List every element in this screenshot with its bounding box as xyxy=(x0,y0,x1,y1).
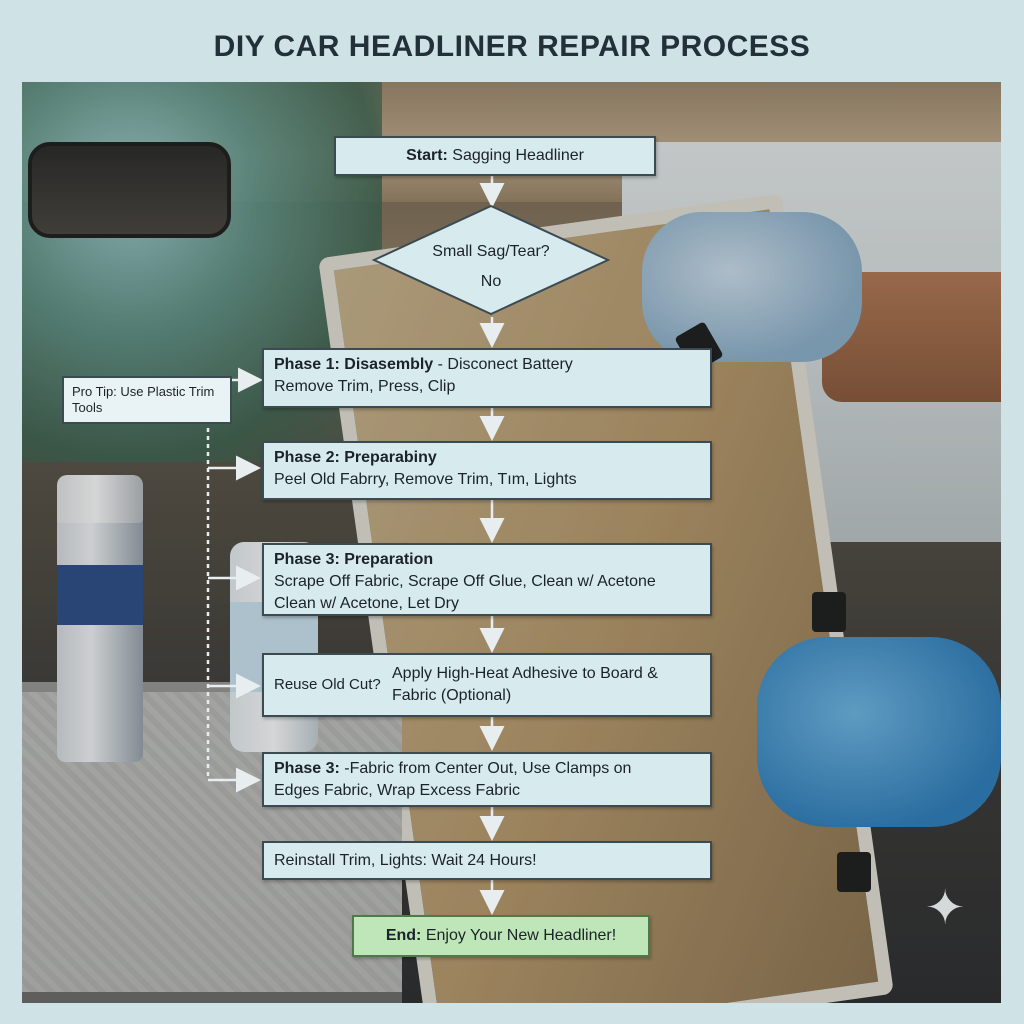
phase2-title: Phase 2: Preparabiny xyxy=(274,449,437,466)
decision-question: Small Sag/Tear? xyxy=(432,243,550,260)
phase3-node: Phase 3: Preparation Scrape Off Fabric, … xyxy=(262,543,712,616)
adhesive-node: Reuse Old Cut? Apply High-Heat Adhesive … xyxy=(262,653,712,717)
adhesive-line1: Apply High-Heat Adhesive to Board & xyxy=(392,665,658,682)
adhesive-line2: Fabric (Optional) xyxy=(392,687,512,704)
reinstall-node: Reinstall Trim, Lights: Wait 24 Hours! xyxy=(262,841,712,880)
decision-answer: No xyxy=(480,273,502,290)
phase3b-title: Phase 3: xyxy=(274,760,340,777)
phase2-line2: Peel Old Fabrry, Remove Trim, Tım, Light… xyxy=(274,471,577,488)
rearview-mirror xyxy=(28,142,231,238)
end-label: End: xyxy=(385,927,422,944)
sparkle-icon: ✦ xyxy=(925,882,966,935)
reuse-question: Reuse Old Cut? xyxy=(274,676,381,693)
page-title: DIY CAR HEADLINER REPAIR PROCESS xyxy=(213,30,811,63)
start-text: Sagging Headliner xyxy=(447,147,584,164)
phase3b-node: Phase 3: -Fabric from Center Out, Use Cl… xyxy=(262,752,712,807)
spray-can xyxy=(57,475,143,762)
phase3b-line2: Edges Fabric, Wrap Excess Fabric xyxy=(274,782,521,799)
reinstall-text: Reinstall Trim, Lights: Wait 24 Hours! xyxy=(274,851,537,869)
phase1-node: Phase 1: Disasembly - Disconect Battery … xyxy=(262,348,712,408)
gloved-hand-bottom xyxy=(757,637,1001,827)
start-label: Start: xyxy=(406,147,448,164)
phase1-text: - Disconect Battery xyxy=(433,356,573,373)
phase2-node: Phase 2: Preparabiny Peel Old Fabrry, Re… xyxy=(262,441,712,500)
binder-clip xyxy=(837,852,871,892)
end-text: Enjoy Your New Headliner! xyxy=(421,927,617,944)
end-node: End: Enjoy Your New Headliner! xyxy=(352,915,650,957)
start-node: Start: Sagging Headliner xyxy=(334,136,656,176)
pro-tip-box: Pro Tip: Use Plastic Trim Tools xyxy=(62,376,232,424)
binder-clip xyxy=(812,592,846,632)
phase1-title: Phase 1: Disasembly xyxy=(274,356,434,373)
phase3-line2: Scrape Off Fabric, Scrape Off Glue, Clea… xyxy=(274,573,656,590)
phase1-line2: Remove Trim, Press, Clip xyxy=(274,378,456,395)
decision-diamond xyxy=(371,204,611,316)
phase3-line3: Clean w/ Acetone, Let Dry xyxy=(274,595,459,612)
phase3-title: Phase 3: Preparation xyxy=(274,551,434,568)
phase3b-text: -Fabric from Center Out, Use Clamps on xyxy=(339,760,632,777)
